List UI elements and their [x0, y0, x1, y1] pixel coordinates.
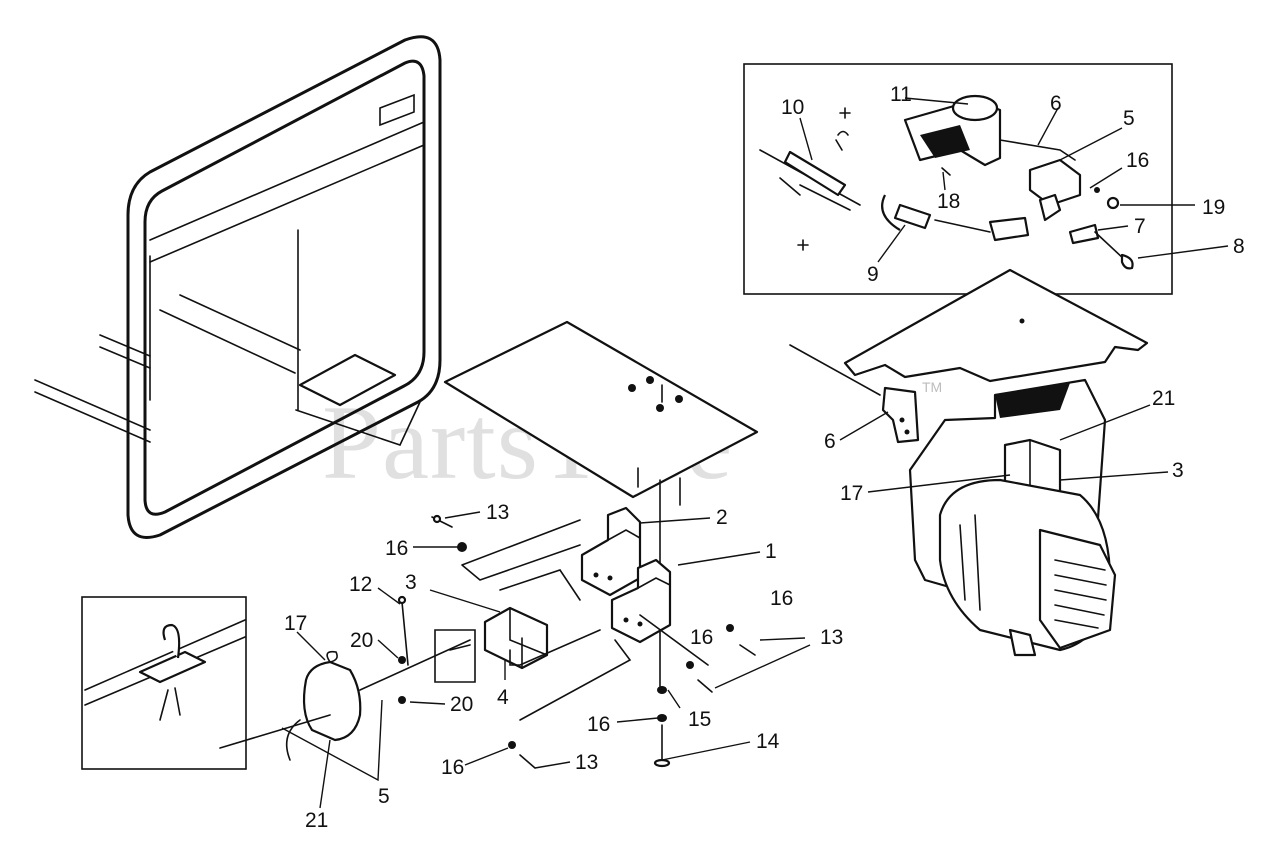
- callout-13: 13: [575, 751, 599, 774]
- generator-assembly: [789, 268, 1149, 657]
- generator-frame: [34, 35, 442, 539]
- callout-14: 14: [756, 730, 780, 753]
- callout-11: 11: [890, 83, 912, 106]
- callout-17: 17: [284, 612, 308, 635]
- receptacle-box: [434, 606, 549, 683]
- callout-6: 6: [824, 430, 836, 453]
- callout-6: 6: [1050, 92, 1062, 115]
- callout-12: 12: [349, 573, 373, 596]
- callout-16: 16: [690, 626, 714, 649]
- callout-4: 4: [497, 686, 509, 709]
- callout-1: 1: [765, 540, 777, 563]
- callout-16: 16: [587, 713, 611, 736]
- callout-19: 19: [1202, 196, 1226, 219]
- callout-20: 20: [350, 629, 374, 652]
- bracket-1: [610, 558, 672, 644]
- callout-3: 3: [1172, 459, 1184, 482]
- callout-9: 9: [867, 263, 879, 286]
- callout-16: 16: [441, 756, 465, 779]
- callout-20: 20: [450, 693, 474, 716]
- watermark-trademark: TM: [922, 379, 942, 395]
- callout-15: 15: [688, 708, 712, 731]
- callout-5: 5: [1123, 107, 1135, 130]
- callout-21: 21: [305, 809, 329, 832]
- callout-13: 13: [486, 501, 510, 524]
- callout-16: 16: [770, 587, 794, 610]
- callout-10: 10: [781, 96, 805, 119]
- callout-2: 2: [716, 506, 728, 529]
- callout-17: 17: [840, 482, 864, 505]
- bracket-2: [580, 506, 642, 597]
- callout-5: 5: [378, 785, 390, 808]
- inset-detail-switch: [743, 63, 1173, 295]
- assembly-leader-lines: [461, 519, 709, 721]
- callout-21: 21: [1152, 387, 1176, 410]
- callout-3: 3: [405, 571, 417, 594]
- cord-and-clamp: [219, 639, 471, 761]
- callout-16: 16: [1126, 149, 1150, 172]
- callout-8: 8: [1233, 235, 1245, 258]
- callout-18: 18: [937, 190, 961, 213]
- callout-13: 13: [820, 626, 844, 649]
- callout-leaders: [281, 97, 1229, 809]
- callout-16: 16: [385, 537, 409, 560]
- inset-detail-cord: [81, 596, 247, 770]
- fasteners: [397, 514, 756, 769]
- callout-7: 7: [1134, 215, 1146, 238]
